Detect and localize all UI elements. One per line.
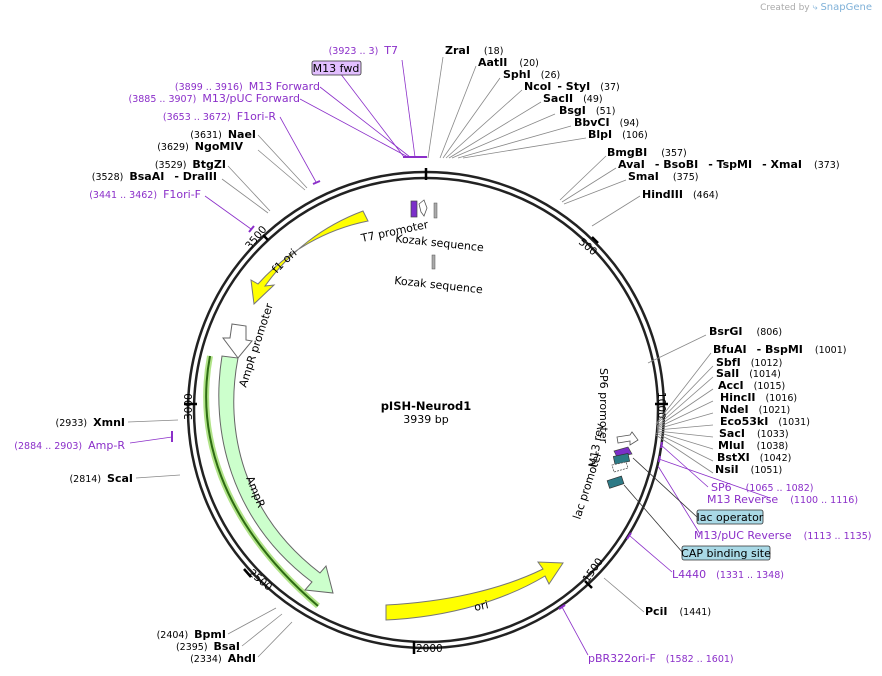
- tick-2000: 2000: [416, 643, 443, 655]
- cap-binding-site-box[interactable]: [681, 545, 771, 561]
- primer-m13-puc-forward[interactable]: (3885 .. 3907)M13/pUC Forward: [128, 92, 300, 105]
- enzyme-bpmi[interactable]: (2404)BpmI: [157, 628, 226, 641]
- enzyme-blpi[interactable]: BlpI(106): [588, 128, 648, 141]
- ori-feature[interactable]: [385, 561, 564, 621]
- enzyme-zrai[interactable]: ZraI(18): [445, 44, 503, 57]
- enzyme-pcii[interactable]: PciI(1441): [645, 605, 711, 618]
- credit-brand: SnapGene: [820, 2, 872, 13]
- enzyme-ncoi-styi[interactable]: NcoI- StyI(37): [524, 80, 620, 93]
- enzyme-sali[interactable]: SalI(1014): [716, 367, 781, 380]
- tick-1000: 1000: [655, 392, 667, 419]
- enzyme-bstxi[interactable]: BstXI(1042): [717, 451, 791, 464]
- primer-m13-puc-reverse[interactable]: M13/pUC Reverse(1113 .. 1135): [694, 529, 871, 542]
- f1-ori-feature[interactable]: [250, 210, 369, 306]
- kozak-sequence-feature-1[interactable]: [433, 202, 438, 219]
- enzyme-bmgbi[interactable]: BmgBI(357): [607, 146, 687, 159]
- enzyme-btgzi[interactable]: (3529)BtgZI: [155, 158, 226, 171]
- credit-prefix: Created by: [760, 3, 810, 13]
- enzyme-hincii[interactable]: HincII(1016): [720, 391, 797, 404]
- ampr-promoter-feature[interactable]: [222, 323, 253, 359]
- enzyme-ahdi[interactable]: (2334)AhdI: [190, 652, 256, 665]
- enzyme-eco53ki[interactable]: Eco53kI(1031): [720, 415, 810, 428]
- primer-t7[interactable]: (3923 .. 3)T7: [329, 44, 398, 57]
- primer-m13-reverse[interactable]: M13 Reverse(1100 .. 1116): [707, 493, 858, 506]
- enzyme-acci[interactable]: AccI(1015): [718, 379, 785, 392]
- tick-3000: 3000: [183, 393, 195, 420]
- enzyme-ngomiv[interactable]: (3629)NgoMIV: [157, 140, 243, 153]
- enzyme-bsai[interactable]: (2395)BsaI: [176, 640, 240, 653]
- kozak-sequence-label-1: Kozak sequence: [395, 232, 485, 254]
- snapgene-logo-icon: ⤷: [812, 3, 818, 13]
- enzyme-smai[interactable]: SmaI(375): [628, 170, 698, 183]
- cap-binding-site-box-label: CAP binding site: [681, 547, 771, 560]
- lac-operator-box[interactable]: [696, 509, 764, 525]
- enzyme-ndei[interactable]: NdeI(1021): [720, 403, 790, 416]
- snapgene-credit: Created by ⤷ SnapGene: [760, 2, 872, 13]
- enzyme-leader-lines: [127, 56, 714, 658]
- enzyme-scai[interactable]: (2814)ScaI: [69, 472, 133, 485]
- enzyme-bsrgi[interactable]: BsrGI(806): [709, 325, 782, 338]
- enzyme-xmni[interactable]: (2933)XmnI: [56, 416, 125, 429]
- ampr-feature[interactable]: [218, 355, 334, 594]
- t7-promoter-feature[interactable]: [410, 200, 418, 218]
- enzyme-nsii[interactable]: NsiI(1051): [715, 463, 782, 476]
- plasmid-name: pISH-Neurod1: [381, 399, 472, 413]
- m13-fwd-box-label: M13 fwd: [313, 62, 360, 75]
- primer-pbr322ori-f[interactable]: pBR322ori-F(1582 .. 1601): [588, 652, 734, 665]
- enzyme-mlui[interactable]: MluI(1038): [718, 439, 788, 452]
- enzyme-bsaai-draiii[interactable]: (3528)BsaAI- DraIII: [92, 170, 217, 183]
- primer-f1ori-r[interactable]: (3653 .. 3672)F1ori-R: [163, 110, 276, 123]
- primer-l4440[interactable]: L4440(1331 .. 1348): [672, 568, 784, 581]
- enzyme-aatii[interactable]: AatII(20): [478, 56, 539, 69]
- enzyme-avai-group[interactable]: AvaI- BsoBI- TspMI- XmaI(373): [618, 158, 840, 171]
- primer-m13-forward[interactable]: (3899 .. 3916)M13 Forward: [175, 80, 320, 93]
- sp6-promoter-feature[interactable]: [616, 431, 639, 446]
- lac-operator-box-label: lac operator: [697, 511, 764, 524]
- enzyme-hindiii[interactable]: HindIII(464): [642, 188, 719, 201]
- enzyme-bfuai-bspmi[interactable]: BfuAI- BspMI(1001): [713, 343, 846, 356]
- enzyme-naei[interactable]: (3631)NaeI: [190, 128, 256, 141]
- promoter-arrow-icon: [418, 199, 428, 217]
- box-leader-lines: [623, 457, 698, 554]
- sp6-promoter-label: SP6 promoter: [597, 368, 610, 444]
- ampr-highlight-core: [205, 355, 319, 607]
- primer-sp6[interactable]: SP6(1065 .. 1082): [711, 481, 813, 494]
- enzyme-saci[interactable]: SacI(1033): [719, 427, 789, 440]
- primer-amp-r[interactable]: (2884 .. 2903)Amp-R: [14, 439, 125, 452]
- enzyme-bbvci[interactable]: BbvCI(94): [574, 116, 639, 129]
- position-ticks: [184, 168, 668, 654]
- enzyme-sacii[interactable]: SacII(49): [543, 92, 603, 105]
- enzyme-bsgi[interactable]: BsgI(51): [559, 104, 615, 117]
- primer-f1ori-f[interactable]: (3441 .. 3462)F1ori-F: [89, 188, 201, 201]
- m13-fwd-box[interactable]: [311, 60, 362, 76]
- enzyme-sbfi[interactable]: SbfI(1012): [716, 356, 782, 369]
- lac-promoter-feature[interactable]: [611, 461, 629, 473]
- kozak-sequence-feature-2[interactable]: [431, 254, 436, 270]
- enzyme-sphi[interactable]: SphI(26): [503, 68, 560, 81]
- ori-label: ori: [473, 598, 490, 614]
- plasmid-length: 3939 bp: [403, 413, 448, 426]
- cap-binding-site-feature[interactable]: [606, 475, 625, 489]
- kozak-sequence-label-2: Kozak sequence: [394, 274, 484, 296]
